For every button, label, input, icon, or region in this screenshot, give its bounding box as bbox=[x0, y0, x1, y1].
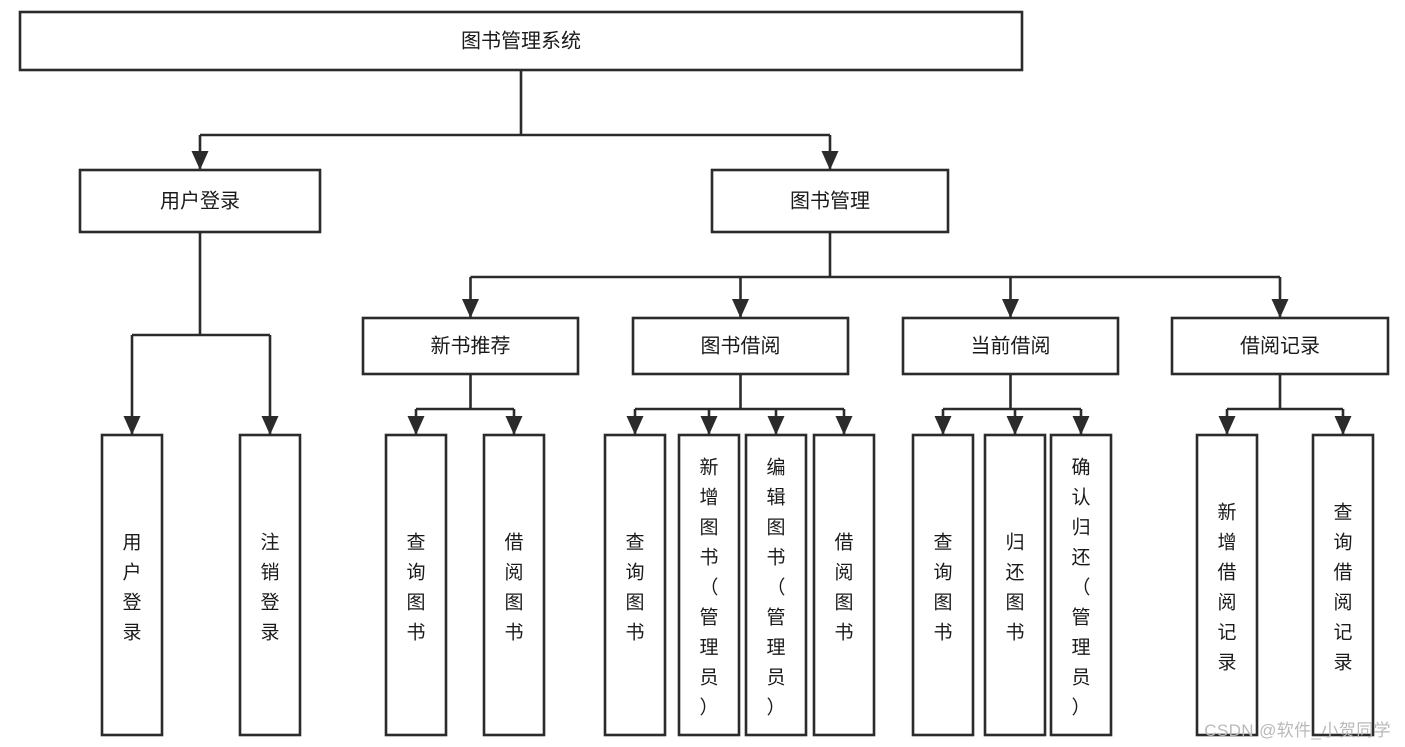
arrow-head-icon bbox=[1002, 299, 1019, 318]
node-box[interactable] bbox=[361, 316, 580, 376]
node-label: 归还图书 bbox=[1005, 531, 1024, 643]
arrow-head-icon bbox=[1072, 416, 1090, 435]
node-n-user-login[interactable]: 用户登录 bbox=[78, 168, 322, 234]
node-label: 注销登录 bbox=[260, 531, 279, 643]
node-box[interactable] bbox=[238, 433, 302, 737]
arrow-head-icon bbox=[191, 151, 209, 170]
node-l-borrow-book-2[interactable]: 借阅图书 bbox=[812, 433, 876, 737]
node-label: 图书管理 bbox=[790, 189, 870, 212]
node-label: 当前借阅 bbox=[971, 334, 1051, 357]
node-label: 用户登录 bbox=[122, 532, 141, 643]
node-l-query-book-3[interactable]: 查询图书 bbox=[911, 433, 975, 737]
node-box[interactable] bbox=[744, 433, 808, 737]
node-label: 新增借阅记录 bbox=[1217, 501, 1236, 673]
node-label: 用户登录 bbox=[160, 189, 240, 212]
node-box[interactable] bbox=[1195, 433, 1259, 737]
node-box[interactable] bbox=[100, 433, 164, 737]
watermark-label: CSDN @软件_小贺同学 bbox=[1204, 721, 1391, 740]
node-l-confirm-return[interactable]: 确认归还（管理员） bbox=[1049, 433, 1113, 737]
node-box[interactable] bbox=[603, 433, 667, 737]
node-label: 借阅图书 bbox=[834, 531, 853, 643]
node-l-add-book[interactable]: 新增图书（管理员） bbox=[677, 433, 741, 737]
node-box[interactable] bbox=[677, 433, 741, 737]
arrow-head-icon bbox=[462, 299, 479, 318]
node-n-new-book-rec[interactable]: 新书推荐 bbox=[361, 316, 580, 376]
node-l-user-logout[interactable]: 注销登录 bbox=[238, 433, 302, 737]
node-n-book-borrow[interactable]: 图书借阅 bbox=[631, 316, 850, 376]
node-label: 新增图书（管理员） bbox=[699, 456, 718, 718]
node-n-borrow-record[interactable]: 借阅记录 bbox=[1170, 316, 1390, 376]
node-label: 图书借阅 bbox=[701, 334, 781, 357]
arrow-head-icon bbox=[700, 416, 718, 435]
arrow-head-icon bbox=[732, 299, 749, 318]
node-box[interactable] bbox=[631, 316, 850, 376]
node-n-current-borrow[interactable]: 当前借阅 bbox=[901, 316, 1120, 376]
arrow-head-icon bbox=[123, 416, 141, 435]
node-label: 编辑图书（管理员） bbox=[766, 456, 785, 718]
arrow-head-icon bbox=[626, 416, 644, 435]
node-n-book-manage[interactable]: 图书管理 bbox=[710, 168, 950, 234]
node-box[interactable] bbox=[482, 433, 546, 737]
node-box[interactable] bbox=[983, 433, 1047, 737]
arrow-head-icon bbox=[261, 416, 279, 435]
node-l-add-record[interactable]: 新增借阅记录 bbox=[1195, 433, 1259, 737]
node-box[interactable] bbox=[18, 10, 1024, 72]
node-label: 查询图书 bbox=[933, 531, 952, 643]
node-l-query-record[interactable]: 查询借阅记录 bbox=[1311, 433, 1375, 737]
node-box[interactable] bbox=[911, 433, 975, 737]
connector-layer bbox=[123, 70, 1352, 435]
arrow-head-icon bbox=[1218, 416, 1236, 435]
arrow-head-icon bbox=[1006, 416, 1024, 435]
node-label: 确认归还（管理员） bbox=[1071, 456, 1090, 718]
node-l-edit-book[interactable]: 编辑图书（管理员） bbox=[744, 433, 808, 737]
node-layer: 图书管理系统用户登录图书管理新书推荐图书借阅当前借阅借阅记录用户登录注销登录查询… bbox=[18, 10, 1390, 737]
node-l-query-book-1[interactable]: 查询图书 bbox=[384, 433, 448, 737]
node-l-user-login[interactable]: 用户登录 bbox=[100, 433, 164, 737]
arrow-head-icon bbox=[407, 416, 425, 435]
node-box[interactable] bbox=[384, 433, 448, 737]
node-label: 图书管理系统 bbox=[461, 29, 581, 52]
arrow-head-icon bbox=[821, 151, 839, 170]
node-label: 借阅记录 bbox=[1240, 334, 1320, 357]
node-box[interactable] bbox=[812, 433, 876, 737]
node-l-borrow-book-1[interactable]: 借阅图书 bbox=[482, 433, 546, 737]
arrow-head-icon bbox=[1334, 416, 1352, 435]
node-label: 新书推荐 bbox=[431, 334, 511, 357]
node-l-return-book[interactable]: 归还图书 bbox=[983, 433, 1047, 737]
node-box[interactable] bbox=[78, 168, 322, 234]
node-box[interactable] bbox=[1311, 433, 1375, 737]
node-label: 查询图书 bbox=[406, 531, 425, 643]
arrow-head-icon bbox=[1271, 299, 1289, 318]
arrow-head-icon bbox=[835, 416, 853, 435]
arrow-head-icon bbox=[934, 416, 952, 435]
node-box[interactable] bbox=[1170, 316, 1390, 376]
node-label: 借阅图书 bbox=[504, 531, 523, 643]
node-box[interactable] bbox=[1049, 433, 1113, 737]
node-label: 查询图书 bbox=[625, 531, 644, 643]
node-box[interactable] bbox=[901, 316, 1120, 376]
node-root[interactable]: 图书管理系统 bbox=[18, 10, 1024, 72]
node-box[interactable] bbox=[710, 168, 950, 234]
node-l-query-book-2[interactable]: 查询图书 bbox=[603, 433, 667, 737]
arrow-head-icon bbox=[767, 416, 785, 435]
node-label: 查询借阅记录 bbox=[1333, 501, 1352, 673]
arrow-head-icon bbox=[505, 416, 523, 435]
